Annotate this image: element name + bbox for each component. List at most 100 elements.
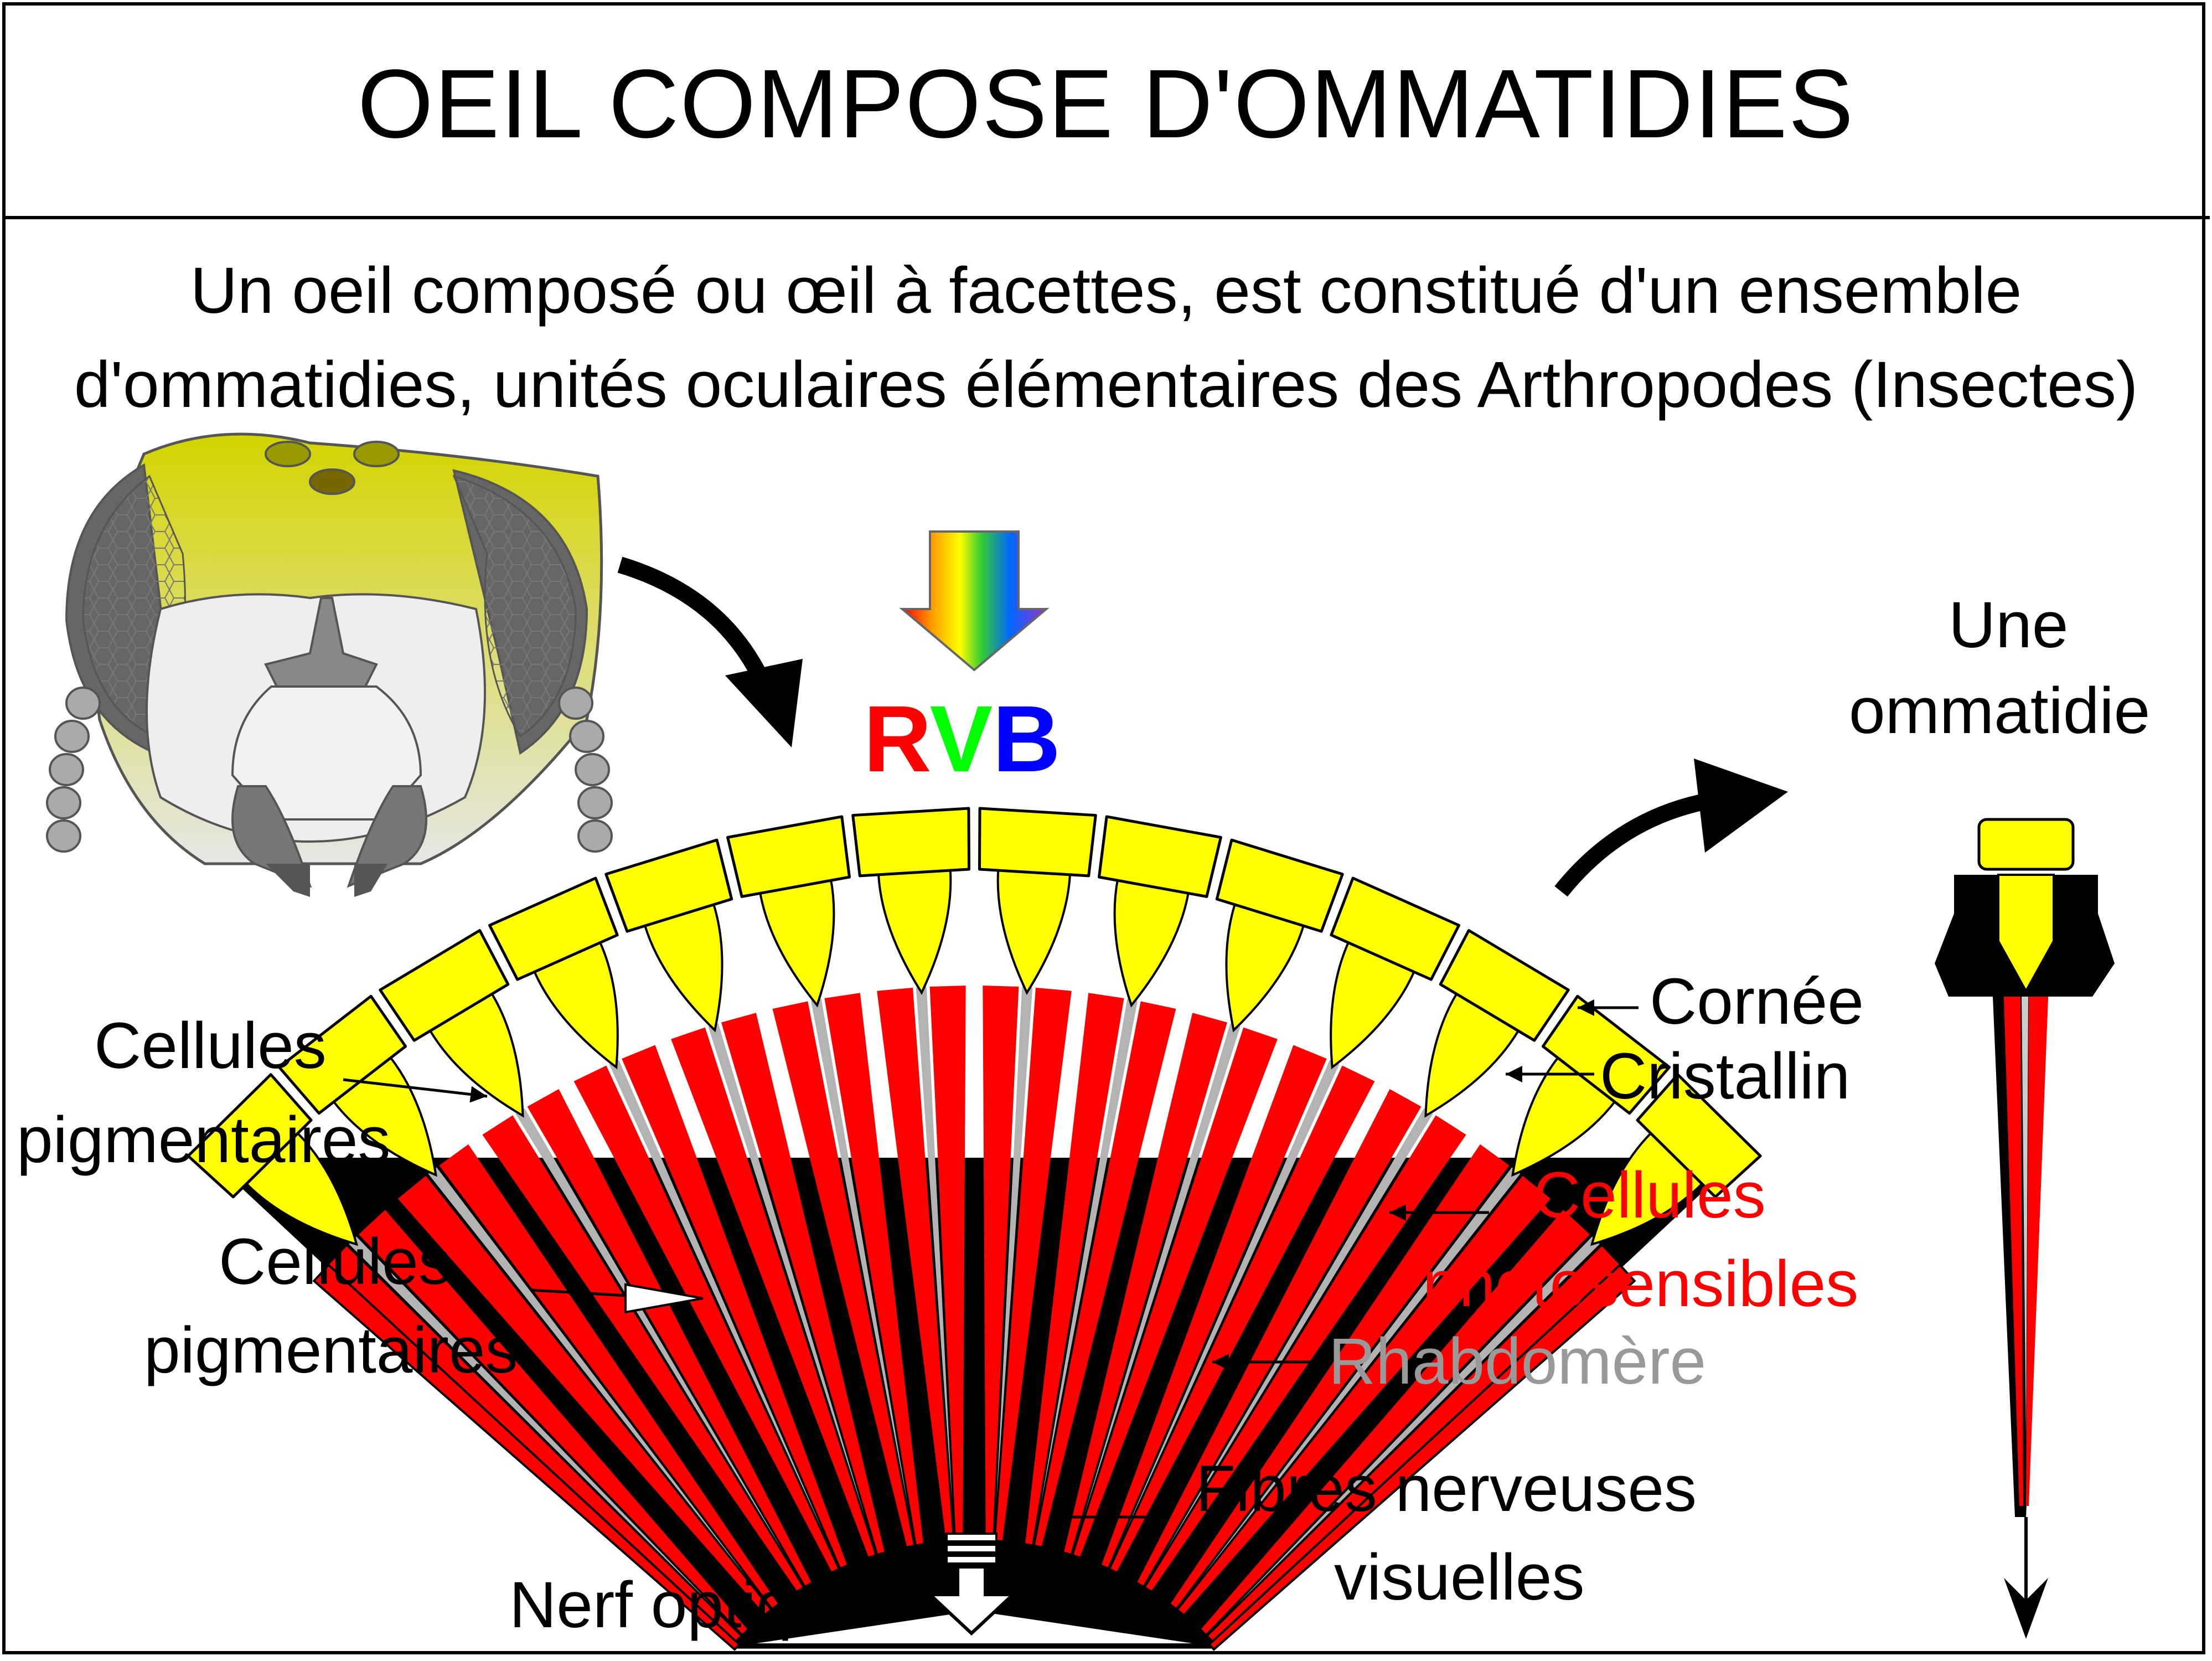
nerve-fibre: [789, 1601, 964, 1613]
rvb-label: RVB: [864, 692, 1061, 786]
cornea-facet: [978, 807, 1097, 878]
rhabdomere: [1201, 1167, 1521, 1578]
label-fibres-line2: visuelles: [1334, 1541, 1585, 1614]
photosensitive-cell: [983, 986, 1019, 1540]
ocellus-center: [309, 468, 355, 495]
crystalline-cone: [1225, 902, 1305, 1033]
crystalline-cone: [643, 902, 723, 1033]
photosensitive-cell: [1035, 1001, 1176, 1546]
photosensitive-cell: [573, 1065, 838, 1572]
photosensitive-cell: [397, 1175, 770, 1614]
leader-pigmentaires-2-head: [624, 1283, 704, 1314]
nerve-arrow-icon: [926, 1565, 1017, 1636]
crystalline-cone: [996, 868, 1072, 995]
label-cellules-photosensibles-line2: photosensibles: [1423, 1247, 1859, 1320]
cornea-facet: [277, 994, 407, 1115]
rvb-r: R: [864, 687, 930, 792]
label-cellules-pigmentaires-1-line1: Cellules: [94, 1009, 327, 1082]
photosensitive-cell: [1201, 1210, 1590, 1634]
photosensitive-cell: [439, 1144, 778, 1608]
crystalline-cone: [1330, 940, 1416, 1070]
label-nerf-optique: Nerf optique: [509, 1569, 865, 1642]
rhabdomere: [428, 1167, 748, 1578]
ocellus-left: [265, 441, 311, 467]
intro-line-1: Un oeil composé ou œil à facettes, est c…: [190, 254, 2022, 327]
crystalline-cone: [533, 940, 619, 1070]
photosensitive-cell: [1208, 1246, 1627, 1641]
photosensitive-cell: [1170, 1144, 1510, 1608]
rvb-b: B: [993, 687, 1061, 792]
cornea-facet: [1098, 815, 1222, 898]
label-rhabdomere: Rhabdomère: [1329, 1325, 1707, 1398]
cornea-facet: [1636, 1073, 1762, 1199]
nerve-fibre: [763, 1610, 962, 1624]
rhabdomere: [1083, 1023, 1241, 1517]
curved-arrow-to-ommatidium-head: [1694, 759, 1788, 853]
rhabdomere: [708, 1023, 865, 1517]
photosensitive-cell: [824, 993, 923, 1545]
nerve-fibre: [989, 1610, 1210, 1646]
photosensitive-cell: [1179, 1175, 1551, 1614]
title-band: [2, 2, 2210, 219]
label-une: Une: [1949, 589, 2069, 662]
single-ommatidium: [1935, 818, 2115, 1639]
page-title: OEIL COMPOSE D'OMMATIDIES: [357, 50, 1855, 158]
label-cornee: Cornée: [1650, 965, 1864, 1038]
cornea-facet: [379, 928, 510, 1042]
photosensitive-cell: [877, 987, 953, 1541]
photosensitive-cell: [322, 1246, 740, 1641]
cornea-facet: [1439, 928, 1570, 1042]
photosensitive-cell: [1025, 993, 1124, 1545]
label-cellules-pigmentaires-2-line2: pigmentaires: [144, 1314, 518, 1387]
rhabdomere: [916, 987, 952, 1502]
rhabdomere: [515, 1108, 784, 1553]
rhabdomere: [609, 1060, 824, 1533]
insect-head-illustration: [46, 432, 613, 897]
light-arrow-icon: [899, 530, 1050, 672]
intro-line-2: d'ommatidies, unités oculaires élémentai…: [74, 348, 2138, 421]
curved-arrow-to-eye-head: [725, 659, 803, 747]
rhabdomere: [1125, 1060, 1340, 1533]
photosensitive-cell: [721, 1013, 885, 1554]
rhabdomere: [1234, 1236, 1600, 1607]
rhabdomere: [996, 987, 1033, 1502]
nerve-fibre: [816, 1583, 965, 1613]
crystalline-cone: [1424, 992, 1521, 1118]
crystalline-cone: [332, 1055, 437, 1177]
nerve-fibre: [985, 1601, 1160, 1613]
cornea-facet: [187, 1073, 313, 1199]
cornea-facet: [726, 815, 851, 898]
photosensitive-cell: [1102, 1045, 1327, 1567]
nerve-fibre: [739, 1610, 960, 1646]
photosensitive-cell: [1137, 1089, 1422, 1586]
rhabdomere: [349, 1236, 714, 1607]
cornea-facet: [1215, 838, 1344, 933]
antenna-right: [558, 687, 613, 853]
label-cellules-pigmentaires-2-line1: Cellules: [219, 1225, 451, 1298]
optic-nerve: [926, 1533, 1017, 1636]
crystalline-cone: [877, 868, 952, 995]
rhabdomere: [810, 999, 908, 1507]
ocellus-right: [353, 441, 400, 467]
rvb-v: V: [929, 687, 993, 792]
intro-text: Un oeil composé ou œil à facettes, est c…: [0, 244, 2212, 432]
crystalline-cone: [1590, 1131, 1704, 1246]
leader-lines: [343, 999, 1639, 1525]
nerve-fibre: [983, 1583, 1132, 1613]
leader-pigmentaires-1: [343, 1078, 488, 1103]
rhabdomere: [1164, 1108, 1433, 1553]
crystalline-cone: [428, 992, 524, 1118]
photosensitive-cell: [772, 1001, 914, 1546]
photosensitive-cell: [527, 1089, 812, 1586]
label-ommatidie: ommatidie: [1849, 674, 2151, 747]
nerve-fibre: [986, 1610, 1186, 1624]
cornea-facet: [488, 876, 619, 981]
photosensitive-cell: [1073, 1027, 1278, 1557]
fan-edge-left: [312, 1263, 741, 1651]
photosensitive-cell: [995, 987, 1072, 1541]
fan-edge-right: [1207, 1263, 1636, 1651]
cornea-facet: [604, 838, 733, 933]
antenna-left: [46, 687, 101, 853]
crystalline-cone: [1113, 878, 1190, 1008]
photosensitive-cell: [359, 1210, 747, 1634]
